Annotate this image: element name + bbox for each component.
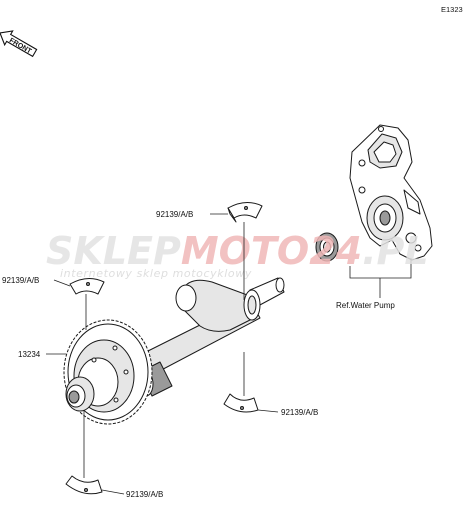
bearing-shell-lower-right bbox=[223, 393, 259, 413]
label-bearing-left: 92139/A/B bbox=[2, 276, 39, 285]
watermark: SKLEPMOTO24.PL internetowy sklep motocyk… bbox=[46, 229, 429, 280]
svg-text:SKLEPMOTO24.PL: SKLEPMOTO24.PL bbox=[46, 229, 429, 273]
oil-seal bbox=[315, 232, 339, 262]
water-pump-cover bbox=[349, 124, 433, 261]
reference-label: Ref.Water Pump bbox=[336, 301, 395, 310]
bearing-shell-left bbox=[69, 278, 105, 295]
balancer-gear bbox=[63, 319, 153, 425]
label-bearing-lower-right: 92139/A/B bbox=[281, 408, 318, 417]
bearing-shell-bottom bbox=[65, 475, 103, 495]
balancer-shaft bbox=[138, 277, 285, 397]
label-gear: 13234 bbox=[18, 350, 41, 359]
label-bearing-bottom: 92139/A/B bbox=[126, 490, 163, 499]
bearing-shell-upper bbox=[227, 202, 263, 223]
label-bearing-upper: 92139/A/B bbox=[156, 210, 193, 219]
diagram-code: E1323 bbox=[441, 5, 463, 14]
front-arrow-icon: FRONT bbox=[0, 30, 38, 58]
svg-text:internetowy sklep motocyklowy: internetowy sklep motocyklowy bbox=[60, 267, 252, 280]
